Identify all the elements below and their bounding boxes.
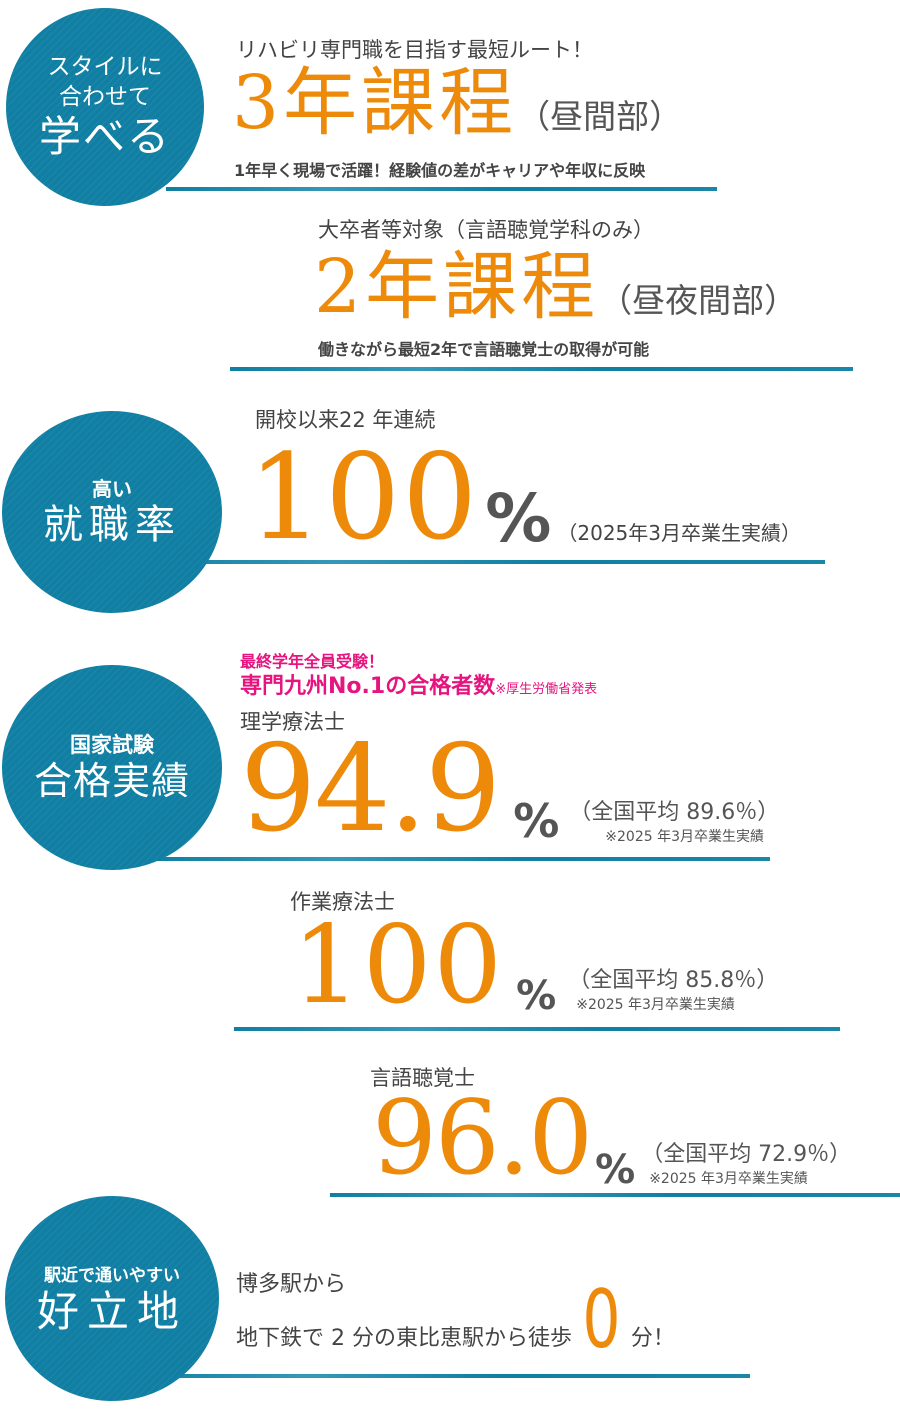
exam-avg-pt: （全国平均 89.6％） [569, 800, 780, 825]
exam-avg-block: （全国平均 89.6％） ※2025 年3月卒業生実績 [569, 794, 779, 846]
course2-heading: 2年課程（昼夜間部） [314, 250, 797, 324]
location-line1: 博多駅から [236, 1272, 347, 1297]
divider [234, 1027, 840, 1031]
badge-circle-exam: 国家試験 合格実績 [2, 665, 222, 870]
exam-label-ot: 作業療法士 [290, 890, 395, 914]
badge-circle-style: スタイルに 合わせて 学べる [6, 8, 204, 206]
badge-line: 駅近で通いやすい [44, 1265, 180, 1286]
exam-avg-block: （全国平均 85.8％） ※2025 年3月卒業生実績 [568, 962, 778, 1014]
exam-note-st: ※2025 年3月卒業生実績 [649, 1171, 808, 1187]
badge-circle-location: 駅近で通いやすい 好立地 [5, 1196, 219, 1401]
percent-sign: % [516, 973, 557, 1019]
exam-figure-st: 96.0 % （全国平均 72.9％） ※2025 年3月卒業生実績 [372, 1079, 851, 1198]
badge-line: 合わせて [59, 84, 151, 110]
walk-minutes: 0 [582, 1273, 621, 1366]
course3-title: 3年課程 [232, 60, 518, 146]
exam-avg-block: （全国平均 72.9％） ※2025 年3月卒業生実績 [641, 1136, 851, 1188]
exam-rate-ot: 100 [292, 903, 505, 1028]
exam-highlight-2: 専門九州No.1の合格者数 [240, 674, 496, 699]
employment-tagline: 開校以来22 年連続 [255, 408, 436, 432]
badge-title: 合格実績 [33, 758, 190, 803]
exam-avg-st: （全国平均 72.9％） [641, 1142, 852, 1167]
course3-heading: 3年課程（昼間部） [232, 66, 682, 140]
divider [330, 1193, 900, 1197]
course2-paren: （昼夜間部） [599, 281, 798, 320]
exam-avg-ot: （全国平均 85.8％） [568, 968, 779, 993]
course3-tagline: リハビリ専門職を目指す最短ルート！ [236, 38, 593, 62]
percent-sign: % [513, 794, 560, 848]
badge-line: スタイルに [47, 54, 163, 80]
exam-highlight-1: 最終学年全員受験！ [240, 652, 385, 671]
exam-label-pt: 理学療法士 [240, 710, 345, 734]
exam-highlight-note: ※厚生労働省発表 [495, 682, 598, 697]
exam-rate-pt: 94.9 [240, 720, 501, 859]
location-text: 地下鉄で 2 分の東比恵駅から徒歩 [236, 1326, 572, 1351]
percent-sign: % [595, 1147, 636, 1193]
employment-note: （2025年3月卒業生実績） [557, 521, 801, 545]
exam-highlight-row: 専門九州No.1の合格者数※厚生労働省発表 [240, 668, 597, 700]
exam-label-st: 言語聴覚士 [370, 1066, 475, 1090]
badge-line: 国家試験 [70, 732, 154, 757]
exam-note-ot: ※2025 年3月卒業生実績 [576, 997, 735, 1013]
badge-title: 学べる [38, 112, 171, 161]
exam-figure-pt: 94.9 % （全国平均 89.6％） ※2025 年3月卒業生実績 [240, 730, 779, 850]
course2-tagline: 大卒者等対象（言語聴覚学科のみ） [318, 218, 654, 242]
course2-desc: 働きながら最短2年で言語聴覚士の取得が可能 [318, 340, 650, 359]
exam-rate-st: 96.0 [372, 1079, 593, 1198]
divider [230, 367, 853, 371]
percent-sign: % [485, 480, 552, 557]
badge-circle-employment: 高い 就職率 [2, 411, 222, 613]
exam-figure-ot: 100 % （全国平均 85.8％） ※2025 年3月卒業生実績 [292, 912, 778, 1020]
course3-paren: （昼間部） [517, 97, 683, 136]
course2-title: 2年課程 [314, 244, 600, 330]
divider [128, 560, 825, 564]
location-text-end: 分！ [630, 1326, 675, 1351]
divider [120, 1374, 750, 1378]
location-line2: 地下鉄で 2 分の東比恵駅から徒歩 0 分！ [236, 1280, 675, 1360]
badge-line: 高い [92, 477, 132, 501]
badge-title: 好立地 [36, 1286, 187, 1336]
exam-note-pt: ※2025 年3月卒業生実績 [605, 829, 764, 845]
divider [150, 857, 770, 861]
employment-rate: 100 [248, 428, 480, 566]
course3-desc: 1年早く現場で活躍！経験値の差がキャリアや年収に反映 [234, 161, 646, 180]
badge-title: 就職率 [43, 502, 181, 548]
divider [166, 187, 717, 191]
employment-figure: 100 % （2025年3月卒業生実績） [248, 438, 801, 556]
